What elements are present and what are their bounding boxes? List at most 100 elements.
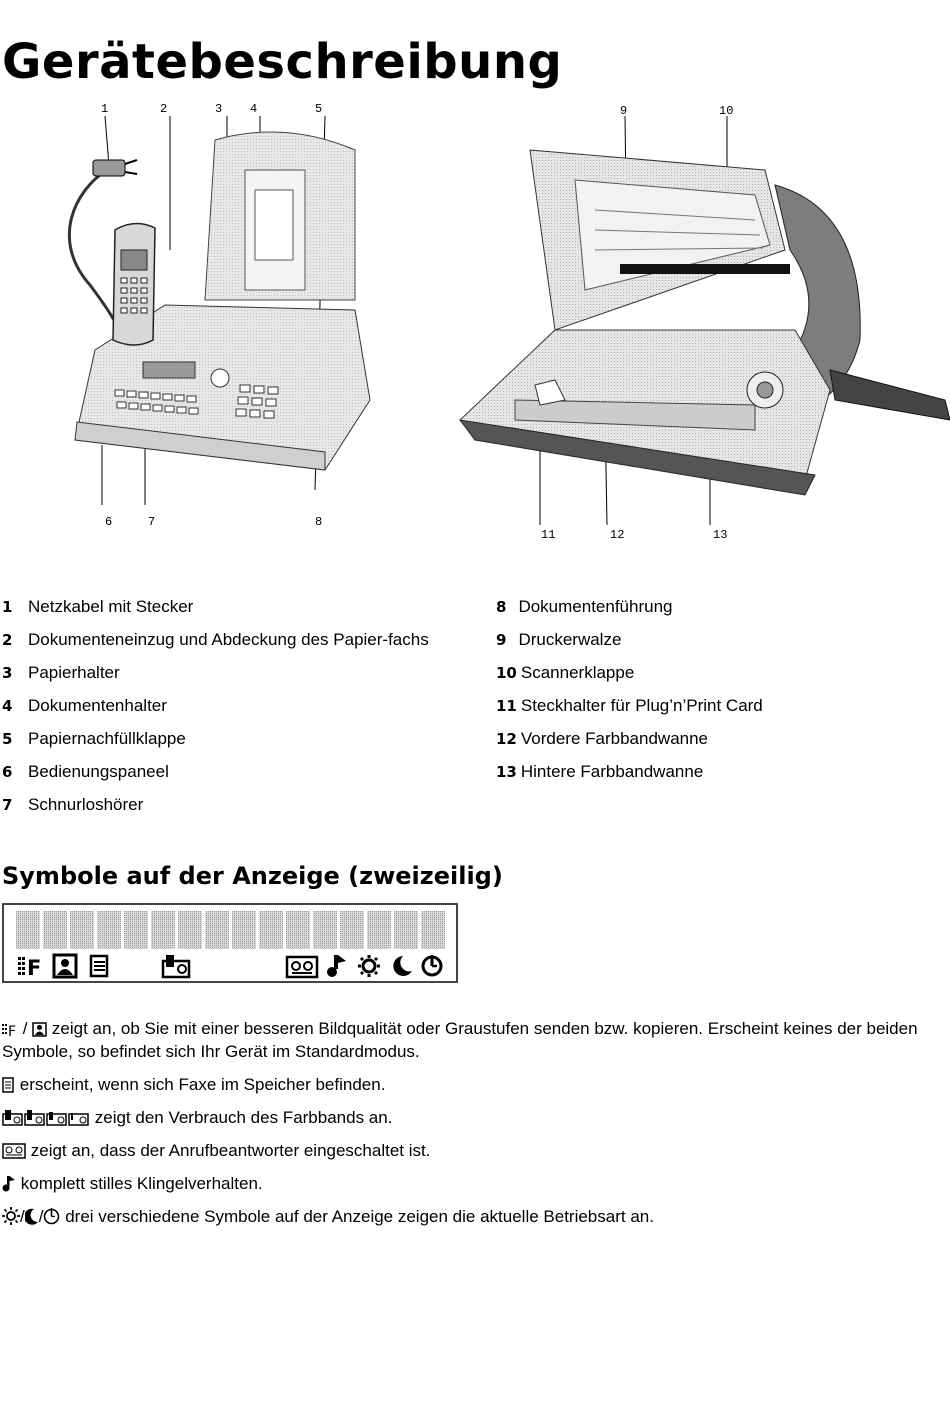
fax-machine-figure: 1 2 3 4 5 6 7 8 [55,100,385,540]
list-item: 8 Dokumentenführung [496,596,936,618]
silent-bell-icon [2,1176,16,1192]
item-number: 12 [496,730,517,748]
moon-icon [25,1208,39,1225]
photo-icon [32,1022,47,1037]
item-text: Dokumentenführung [518,597,672,616]
page-title: Gerätebeschreibung [2,38,562,86]
desc-mode-text: drei verschiedene Symbole auf der Anzeig… [65,1207,654,1226]
item-text: Dokumentenhalter [28,696,167,715]
desc-answering-text: zeigt an, dass der Anrufbeantworter eing… [31,1141,431,1160]
item-text: Vordere Farbbandwanne [521,729,708,748]
item-text: Steckhalter für Plug’n’Print Card [521,696,763,715]
lcd-cell [97,911,121,949]
item-number: 6 [2,761,12,783]
fine-f-icon: F [2,1023,18,1037]
item-number: 5 [2,728,12,750]
callout-11: 11 [541,528,555,542]
desc-silent: komplett stilles Klingelverhalten. [2,1172,950,1195]
fine-f-icon: F [18,956,41,980]
desc-memory: erscheint, wenn sich Faxe im Speicher be… [2,1073,950,1096]
list-item: 1 Netzkabel mit Stecker [2,596,457,618]
item-number: 2 [2,629,12,651]
list-item: 2 Dokumenteneinzug und Abdeckung des Papi… [2,629,457,651]
item-text: Bedienungspaneel [28,762,169,781]
callout-4: 4 [250,102,257,116]
callout-6: 6 [105,515,112,529]
desc-memory-text: erscheint, wenn sich Faxe im Speicher be… [20,1075,386,1094]
moon-icon [393,956,412,976]
list-item: 7 Schnurloshörer [2,794,457,816]
item-text: Papiernachfüllklappe [28,729,186,748]
clock-icon [423,955,441,975]
desc-ribbon: zeigt den Verbrauch des Farbbands an. [2,1106,950,1129]
ribbon-levels-icon [2,1110,90,1126]
item-number: 1 [2,596,12,618]
desc-silent-text: komplett stilles Klingelverhalten. [21,1174,263,1193]
answering-machine-icon [2,1143,26,1159]
silent-bell-icon [327,955,346,977]
list-item: 6 Bedienungspaneel [2,761,457,783]
lcd-cell [43,911,67,949]
callout-12: 12 [610,528,624,542]
lcd-cell [178,911,202,949]
item-number: 10 [496,664,517,682]
memory-icon [91,956,107,976]
item-text: Scannerklappe [521,663,634,682]
section-title: Symbole auf der Anzeige (zweizeilig) [2,862,503,890]
lcd-cell [205,911,229,949]
desc-mode: // drei verschiedene Symbole auf der Anz… [2,1205,950,1228]
callout-13: 13 [713,528,727,542]
lcd-cell [124,911,148,949]
item-number: 11 [496,697,517,715]
desc-quality: F / zeigt an, ob Sie mit einer besseren … [2,1017,950,1063]
item-text: Hintere Farbbandwanne [521,762,703,781]
list-item: 5 Papiernachfüllklappe [2,728,457,750]
item-text: Netzkabel mit Stecker [28,597,193,616]
item-number: 9 [496,631,506,649]
item-number: 3 [2,662,12,684]
lcd-cell [313,911,337,949]
callout-1: 1 [101,102,108,116]
item-number: 13 [496,763,517,781]
callout-2: 2 [160,102,167,116]
svg-text:F: F [27,956,41,980]
memory-icon [2,1077,15,1093]
lcd-cell [70,911,94,949]
callout-5: 5 [315,102,322,116]
item-text: Dokumenteneinzug und Abdeckung des Papie… [28,630,429,649]
lcd-cell [367,911,391,949]
item-number: 8 [496,598,506,616]
lcd-display: F [2,903,458,983]
ribbon-icon [163,955,189,977]
clock-icon [43,1208,60,1225]
item-text: Schnurloshörer [28,795,143,814]
list-item: 9 Druckerwalze [496,629,936,651]
svg-text:F: F [8,1024,16,1037]
item-text: Papierhalter [28,663,120,682]
lcd-cell [394,911,418,949]
item-number: 7 [2,794,12,816]
lcd-cell [151,911,175,949]
callout-10: 10 [719,104,733,118]
callout-7: 7 [148,515,155,529]
desc-answering: zeigt an, dass der Anrufbeantworter eing… [2,1139,950,1162]
desc-quality-text: zeigt an, ob Sie mit einer besseren Bild… [2,1019,918,1061]
sun-icon [358,955,380,977]
lcd-cell [286,911,310,949]
lcd-cell [232,911,256,949]
item-number: 4 [2,695,12,717]
parts-list-left: 1 Netzkabel mit Stecker 2 Dokumenteneinzug… [2,596,457,827]
lcd-cell [16,911,40,949]
lcd-cells [16,911,445,949]
list-item: 4 Dokumentenhalter [2,695,457,717]
answering-machine-icon [287,957,317,977]
photo-icon [54,955,76,977]
desc-ribbon-text: zeigt den Verbrauch des Farbbands an. [95,1108,393,1127]
item-text: Druckerwalze [518,630,621,649]
sun-icon [2,1207,20,1225]
